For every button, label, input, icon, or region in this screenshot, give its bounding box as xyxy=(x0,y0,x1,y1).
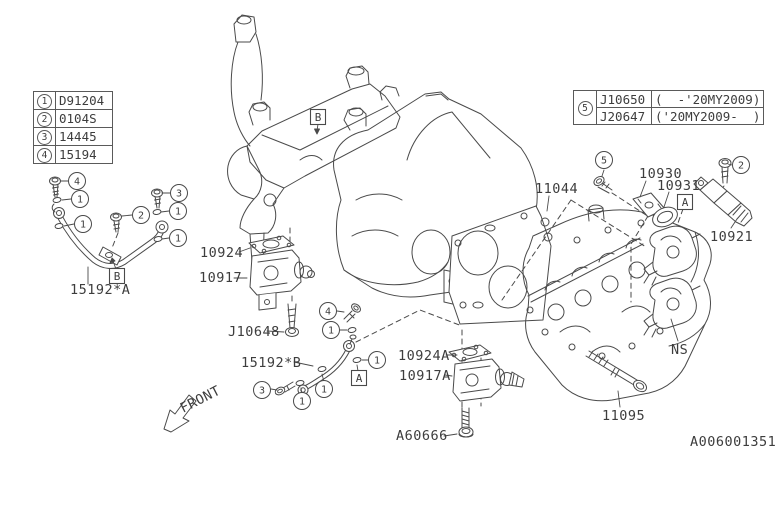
callout-1[interactable]: 1 xyxy=(71,190,89,208)
callout-1[interactable]: 1 xyxy=(74,215,92,233)
svg-text:4: 4 xyxy=(325,307,331,318)
callout-5: 5 xyxy=(577,101,593,116)
part-label-11044[interactable]: 11044 xyxy=(535,181,578,197)
svg-text:A: A xyxy=(682,196,689,209)
callout-5[interactable]: 5 xyxy=(595,151,613,169)
callout-4[interactable]: 4 xyxy=(68,172,86,190)
svg-text:3: 3 xyxy=(176,189,182,200)
legend-part-number[interactable]: 0104S xyxy=(55,109,113,128)
svg-text:2: 2 xyxy=(138,211,144,222)
callout-4: 4 xyxy=(37,148,52,163)
legend-part-number[interactable]: D91204 xyxy=(55,91,113,110)
callout-4[interactable]: 4 xyxy=(319,302,337,320)
part-label-10924a[interactable]: 10924A xyxy=(398,348,450,364)
variant-applicability: ( -'20MY2009) xyxy=(650,90,765,108)
part-label-10917[interactable]: 10917 xyxy=(199,270,242,286)
cover-gasket-10931-drawing xyxy=(652,206,678,228)
part-label-15192b[interactable]: 15192*B xyxy=(241,355,301,371)
part-label-10930[interactable]: 10930 xyxy=(639,166,682,182)
svg-text:1: 1 xyxy=(80,220,86,231)
svg-text:1: 1 xyxy=(299,397,305,408)
callout-2[interactable]: 2 xyxy=(732,156,750,174)
callout-3[interactable]: 3 xyxy=(170,184,188,202)
ns-bracket-drawing xyxy=(643,225,701,338)
legend-row[interactable]: 4 15194 xyxy=(33,145,113,164)
part-label-10924[interactable]: 10924 xyxy=(200,245,243,261)
svg-text:5: 5 xyxy=(601,156,607,167)
callout-2[interactable]: 2 xyxy=(132,206,150,224)
legend-row[interactable]: 2 0104S xyxy=(33,109,113,128)
part-label-10917a[interactable]: 10917A xyxy=(399,368,451,384)
part-labels: 15192*A 10924 10917 J10648 15192*B 10924… xyxy=(70,166,776,450)
legend-table: 1 D91204 2 0104S 3 14445 4 15194 xyxy=(33,91,113,164)
legend-row[interactable]: 3 14445 xyxy=(33,127,113,146)
callout-1[interactable]: 1 xyxy=(315,380,333,398)
part-label-10921[interactable]: 10921 xyxy=(710,229,753,245)
pipe-15192a-drawing xyxy=(51,203,169,269)
part-label-j10648[interactable]: J10648 xyxy=(228,324,280,340)
callout-2: 2 xyxy=(37,112,52,127)
callout-1[interactable]: 1 xyxy=(322,321,340,339)
part-label-ns[interactable]: NS xyxy=(671,342,688,358)
part-label-11095[interactable]: 11095 xyxy=(602,408,645,424)
svg-text:1: 1 xyxy=(175,234,181,245)
view-ref-a[interactable]: A xyxy=(350,369,368,387)
diagram-code: A006001351 xyxy=(690,434,776,450)
variant-table: 5 J10650 ( -'20MY2009) J20647 ('20MY2009… xyxy=(573,90,765,125)
svg-text:1: 1 xyxy=(77,195,83,206)
callout-1[interactable]: 1 xyxy=(169,229,187,247)
svg-text:1: 1 xyxy=(175,207,181,218)
variant-applicability: ('20MY2009- ) xyxy=(650,107,765,125)
hose-15192b-drawing xyxy=(297,334,357,396)
variant-part-number[interactable]: J10650 xyxy=(596,90,652,108)
svg-text:B: B xyxy=(114,270,121,283)
variant-part-number[interactable]: J20647 xyxy=(596,107,652,125)
svg-text:4: 4 xyxy=(74,177,80,188)
view-ref-a[interactable]: A xyxy=(676,193,694,211)
part-label-10931[interactable]: 10931 xyxy=(657,178,700,194)
svg-text:1: 1 xyxy=(328,326,334,337)
legend-part-number[interactable]: 15194 xyxy=(55,145,113,164)
view-ref-b[interactable]: B xyxy=(108,267,126,285)
number-callouts: 4 1 1 2 3 1 1 4 1 3 1 1 1 5 2 xyxy=(68,151,750,410)
callout-3[interactable]: 3 xyxy=(253,381,271,399)
intake-manifold-drawing xyxy=(227,14,401,265)
front-direction-arrow xyxy=(163,394,197,433)
view-reference-boxes: B B A A xyxy=(108,108,694,387)
callout-3: 3 xyxy=(37,130,52,145)
svg-text:1: 1 xyxy=(374,356,380,367)
callout-1[interactable]: 1 xyxy=(169,202,187,220)
valve-10917a-drawing xyxy=(448,344,525,402)
washer-icons xyxy=(52,197,362,386)
callout-1[interactable]: 1 xyxy=(368,351,386,369)
legend-row[interactable]: 1 D91204 xyxy=(33,91,113,110)
variant-row[interactable]: J20647 ('20MY2009- ) xyxy=(574,107,765,125)
svg-text:3: 3 xyxy=(259,386,265,397)
svg-text:B: B xyxy=(315,111,322,124)
valve-10917-drawing xyxy=(248,235,315,311)
variant-row[interactable]: 5 J10650 ( -'20MY2009) xyxy=(573,90,765,125)
view-ref-b[interactable]: B xyxy=(309,108,327,126)
callout-1[interactable]: 1 xyxy=(293,392,311,410)
part-label-a60666[interactable]: A60666 xyxy=(396,428,448,444)
legend-part-number[interactable]: 14445 xyxy=(55,127,113,146)
callout-1: 1 xyxy=(37,94,52,109)
head-gasket-drawing xyxy=(448,205,553,325)
front-label: FRONT xyxy=(178,383,224,417)
part-label-15192a[interactable]: 15192*A xyxy=(70,282,130,298)
svg-text:1: 1 xyxy=(321,385,327,396)
bolt-icons xyxy=(49,158,732,438)
svg-text:2: 2 xyxy=(738,161,744,172)
ocv-10921-drawing xyxy=(693,176,753,227)
svg-text:A: A xyxy=(356,372,363,385)
